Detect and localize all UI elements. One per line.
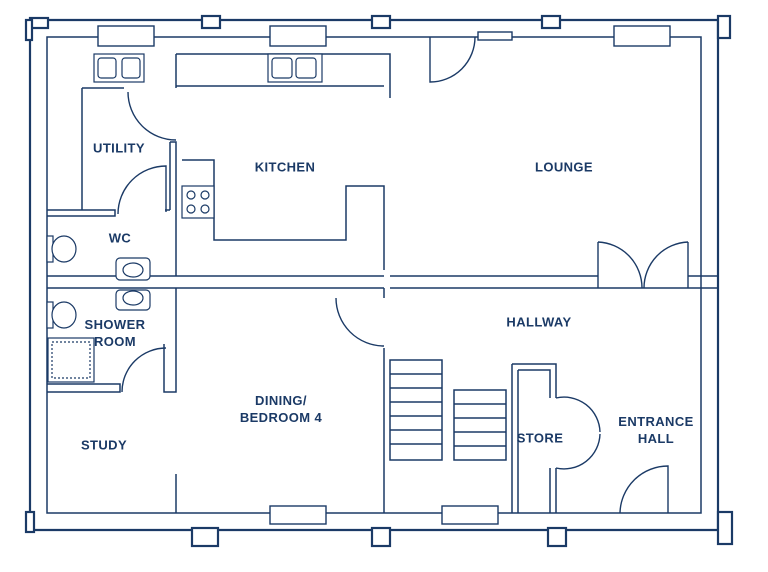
room-label-hallway: HALLWAY xyxy=(506,314,572,330)
basin-shower-icon xyxy=(115,289,151,311)
staircase xyxy=(389,359,507,461)
shower-tray-icon xyxy=(47,337,95,383)
sink-utility-icon xyxy=(93,53,145,83)
room-label-lounge: LOUNGE xyxy=(534,159,594,175)
window-lounge xyxy=(613,25,671,47)
internal-walls xyxy=(47,53,718,513)
window-stairs xyxy=(441,505,499,525)
window-utility xyxy=(97,25,155,47)
window-dining xyxy=(269,505,327,525)
outer-walls xyxy=(24,14,734,548)
fixtures xyxy=(46,53,323,383)
window-kitchen xyxy=(269,25,327,47)
windows xyxy=(97,25,671,525)
toilet-wc-icon xyxy=(46,235,77,263)
room-label-kitchen: KITCHEN xyxy=(254,159,316,175)
window-lounge-door xyxy=(477,31,513,41)
room-label-dining: DINING/BEDROOM 4 xyxy=(239,393,323,425)
sink-kitchen-icon xyxy=(267,53,323,83)
toilet-shower-icon xyxy=(46,301,77,329)
room-label-wc: WC xyxy=(108,230,132,246)
basin-wc-icon xyxy=(115,257,151,281)
hob-icon xyxy=(181,185,215,219)
room-label-study: STUDY xyxy=(80,437,128,453)
room-label-store: STORE xyxy=(516,430,564,446)
room-label-utility: UTILITY xyxy=(93,140,145,156)
doors xyxy=(117,36,689,514)
